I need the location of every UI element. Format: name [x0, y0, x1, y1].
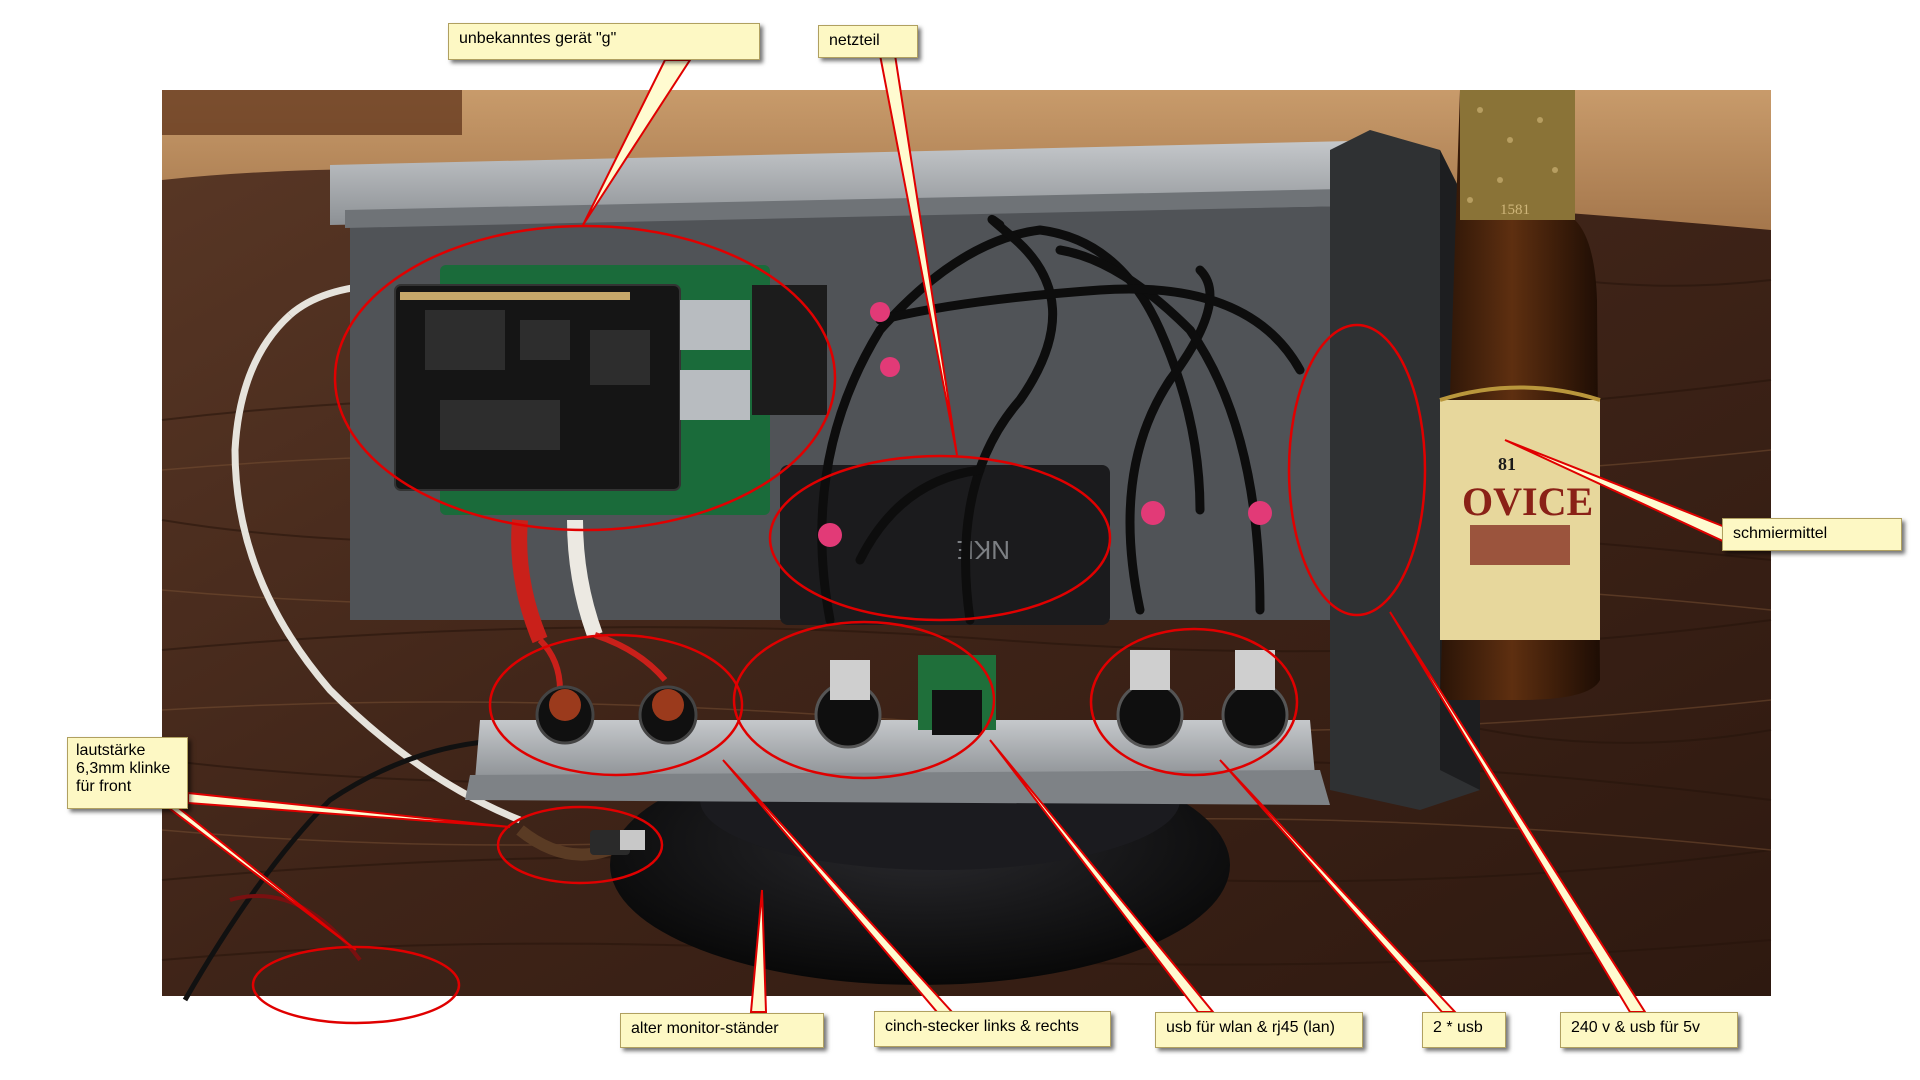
callout-usb-wlan-rj45: usb für wlan & rj45 (lan) — [1155, 1012, 1363, 1048]
callout-cinch-text: cinch-stecker links & rechts — [885, 1018, 1079, 1035]
callout-volume-line2: 6,3mm klinke — [76, 760, 171, 777]
callout-volume-line1: lautstärke — [76, 742, 146, 759]
ellipse-two-usb — [1089, 627, 1299, 777]
callout-device-g: unbekanntes gerät "g" — [448, 23, 760, 60]
callout-psu-text: netzteil — [829, 32, 880, 49]
callout-two-usb: 2 * usb — [1422, 1012, 1506, 1048]
ellipse-lubricant — [1287, 323, 1427, 617]
callout-power-text: 240 v & usb für 5v — [1571, 1019, 1700, 1036]
bottle-year: 1581 — [1500, 202, 1530, 218]
callout-monitor-stand-text: alter monitor-ständer — [631, 1020, 779, 1037]
callout-pointers — [162, 54, 1726, 1013]
callout-volume-line3: für front — [76, 778, 132, 795]
callout-power: 240 v & usb für 5v — [1560, 1012, 1738, 1048]
callout-lubricant: schmiermittel — [1722, 518, 1902, 551]
ellipse-cable-end — [251, 945, 461, 1025]
callout-lubricant-text: schmiermittel — [1733, 525, 1828, 542]
callout-device-g-text: unbekanntes gerät "g" — [459, 30, 617, 47]
callout-psu: netzteil — [818, 25, 918, 58]
callout-two-usb-text: 2 * usb — [1433, 1019, 1483, 1036]
callout-volume: lautstärke 6,3mm klinke für front — [67, 737, 188, 809]
callout-monitor-stand: alter monitor-ständer — [620, 1013, 824, 1048]
callout-usb-wlan-rj45-text: usb für wlan & rj45 (lan) — [1166, 1019, 1335, 1036]
bottle-brand: OVICE — [1462, 479, 1593, 524]
ellipse-usb-rj45 — [732, 620, 996, 780]
callout-cinch: cinch-stecker links & rechts — [874, 1011, 1111, 1047]
annotation-ellipses — [251, 224, 1427, 1025]
ellipse-device-g — [333, 224, 837, 532]
bottle-number: 81 — [1498, 454, 1516, 474]
ellipse-psu — [768, 454, 1112, 622]
ellipse-volume — [496, 805, 664, 885]
ellipse-cinch — [488, 633, 744, 777]
photo: NKE — [161, 90, 1772, 1002]
